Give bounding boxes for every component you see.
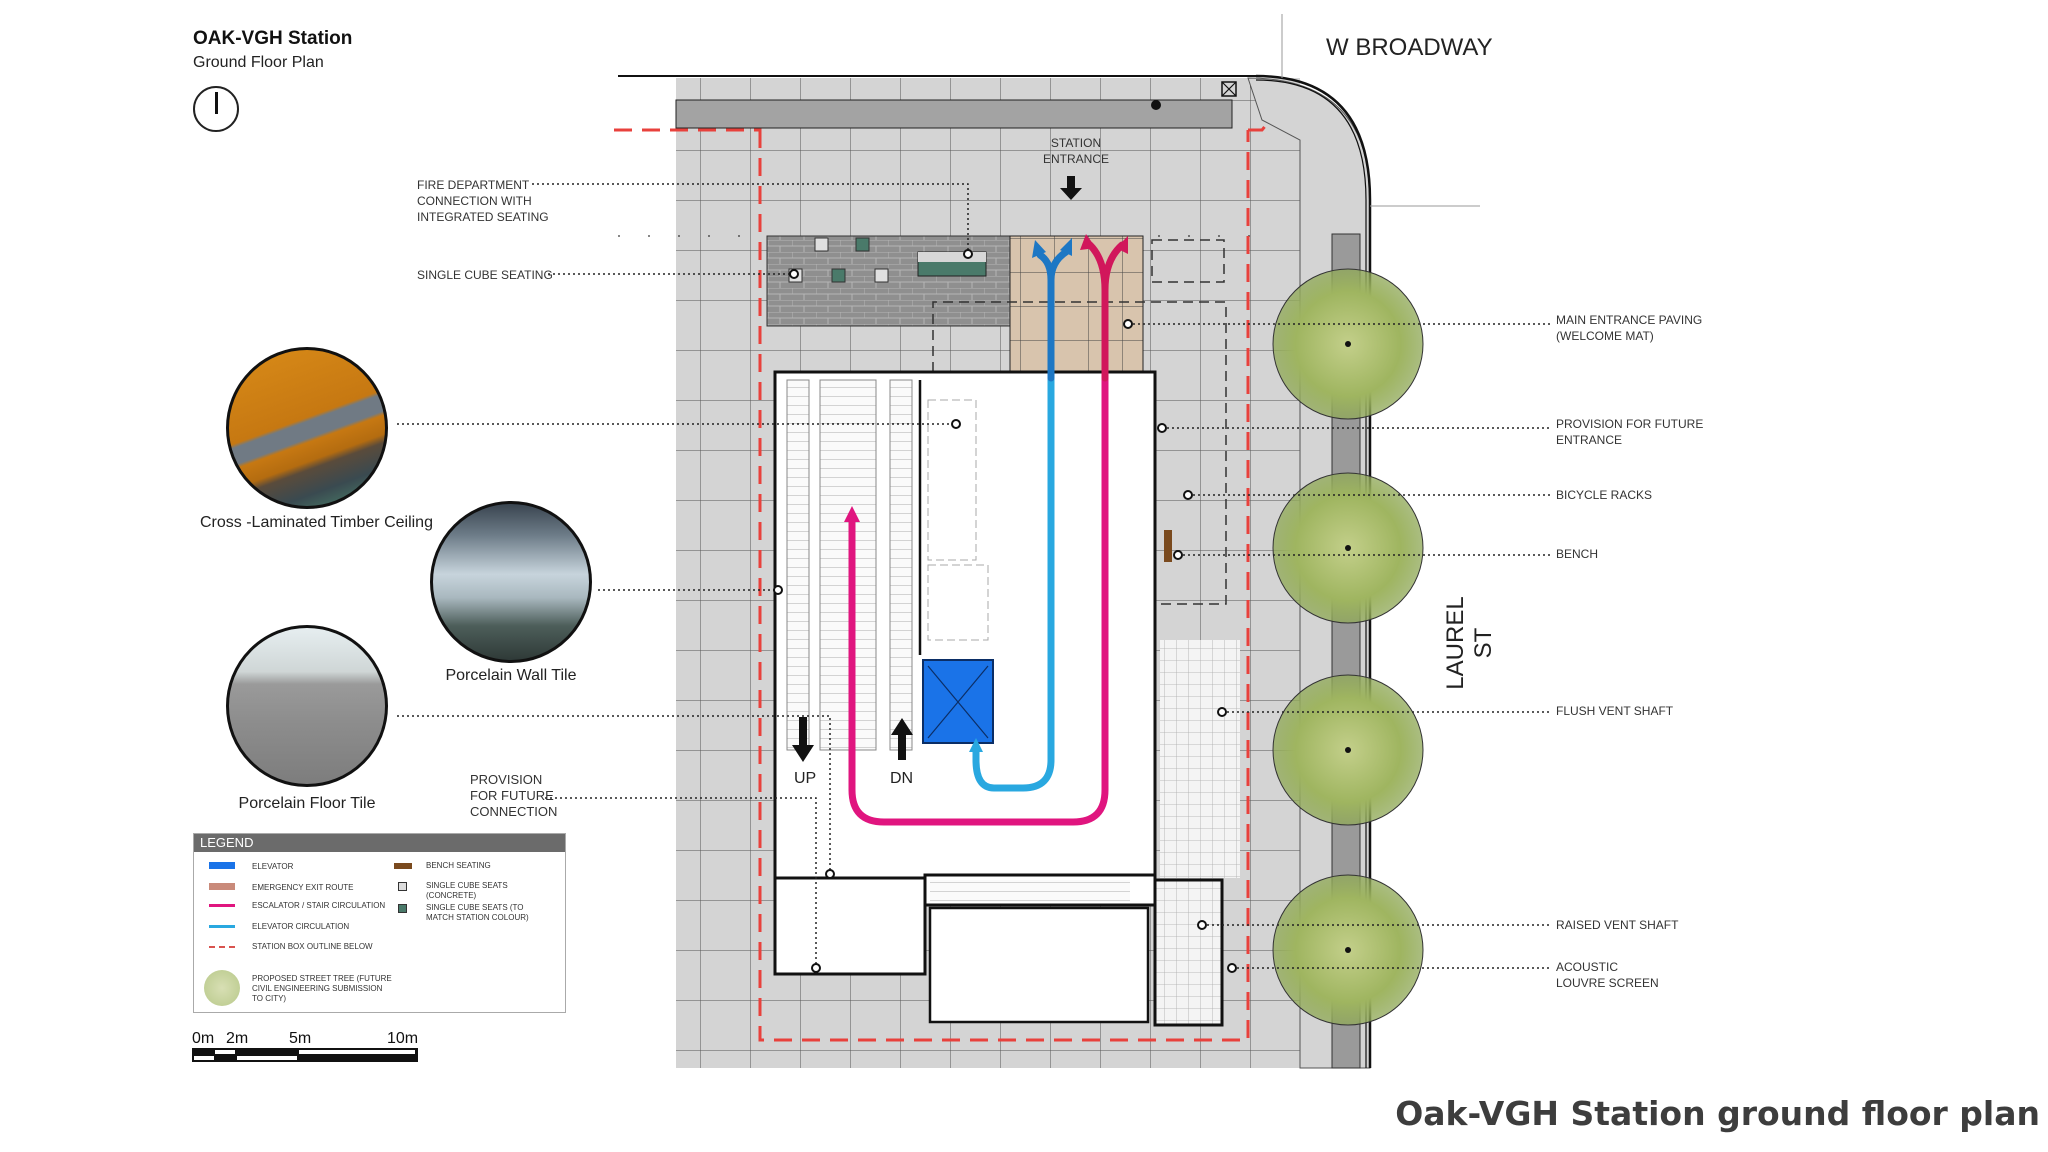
- legend-bench-swatch: [394, 863, 412, 869]
- legend-panel: LEGEND ELEVATOR EMERGENCY EXIT ROUTE ESC…: [193, 833, 566, 1013]
- callout-fire-dept-connection: FIRE DEPARTMENT CONNECTION WITH INTEGRAT…: [417, 178, 549, 224]
- legend-elevator-circulation-arrow-icon: [209, 925, 235, 928]
- legend-concrete-cube-label: SINGLE CUBE SEATS (CONCRETE): [426, 881, 508, 900]
- green-cube-seat: [831, 268, 846, 283]
- concrete-cube-seat: [814, 237, 829, 252]
- wall-tile-label: Porcelain Wall Tile: [445, 667, 577, 684]
- legend-elevator-circulation-label: ELEVATOR CIRCULATION: [252, 922, 350, 931]
- escalator-up: [819, 379, 877, 751]
- scale-tick-2: 2m: [226, 1030, 249, 1047]
- legend-station-box-swatch: [209, 946, 235, 948]
- legend-station-box-label: STATION BOX OUTLINE BELOW: [252, 942, 373, 951]
- station-building: [773, 370, 1240, 1027]
- callout-bicycle-racks: BICYCLE RACKS: [1556, 488, 1653, 502]
- legend-concrete-cube-icon: [398, 882, 407, 891]
- callout-acoustic-louvre-screen: ACOUSTIC LOUVRE SCREEN: [1556, 960, 1659, 990]
- callout-bench: BENCH: [1556, 547, 1599, 561]
- figure-caption: Oak-VGH Station ground floor plan: [1395, 1094, 2040, 1133]
- bench: [1164, 530, 1172, 562]
- callout-raised-vent-shaft: RAISED VENT SHAFT: [1556, 918, 1679, 932]
- raised-vent-shaft: [1153, 878, 1224, 1027]
- legend-escalator-arrow-icon: [209, 904, 235, 907]
- scale-tick-10: 10m: [387, 1030, 419, 1047]
- green-cube-seat: [855, 237, 870, 252]
- legend-bench-label: BENCH SEATING: [426, 861, 491, 870]
- escalator-up-label: UP: [794, 770, 817, 787]
- legend-green-cube-label: SINGLE CUBE SEATS (TO MATCH STATION COLO…: [426, 903, 529, 922]
- floor-tile-photo: [226, 625, 388, 787]
- up-arrow-icon: [792, 717, 814, 762]
- legend-street-tree-label: PROPOSED STREET TREE (FUTURE CIVIL ENGIN…: [252, 974, 392, 1003]
- legend-street-tree-icon: [204, 970, 240, 1006]
- north-arrow-icon: [193, 86, 239, 132]
- timber-ceiling-photo: [226, 347, 388, 509]
- escalator-down-label: DN: [890, 770, 914, 787]
- station-box-outline: [758, 130, 1250, 1042]
- integrated-seating-area: [766, 235, 1015, 327]
- legend-emergency-exit-swatch: [209, 883, 235, 890]
- plan-subtitle: Ground Floor Plan: [193, 54, 324, 71]
- street-trees: [1272, 268, 1424, 1026]
- plan-title: OAK-VGH Station: [193, 28, 353, 49]
- legend-escalator-label: ESCALATOR / STAIR CIRCULATION: [252, 901, 386, 910]
- callout-future-connection: PROVISION FOR FUTURE CONNECTION: [470, 772, 558, 819]
- concrete-cube-seat: [874, 268, 889, 283]
- down-arrow-icon: [891, 718, 913, 760]
- callout-flush-vent-shaft: FLUSH VENT SHAFT: [1556, 704, 1674, 718]
- welcome-mat-paving: [1009, 235, 1144, 373]
- callout-main-entrance-paving: MAIN ENTRANCE PAVING (WELCOME MAT): [1556, 313, 1703, 343]
- scale-tick-5: 5m: [289, 1030, 312, 1047]
- timber-ceiling-label: Cross -Laminated Timber Ceiling: [200, 514, 433, 531]
- legend-elevator-swatch: [209, 862, 235, 869]
- legend-title: LEGEND: [194, 834, 565, 852]
- station-entrance-label: STATION ENTRANCE: [1043, 136, 1110, 166]
- leader-endpoints: [773, 249, 1237, 973]
- scale-bar-graphic: [192, 1048, 418, 1062]
- scale-tick-0: 0m: [192, 1030, 215, 1047]
- street-label-w-broadway: W BROADWAY: [1326, 34, 1493, 61]
- legend-elevator-label: ELEVATOR: [252, 862, 294, 871]
- escalator-down: [889, 379, 913, 751]
- wall-tile-photo: [430, 501, 592, 663]
- callout-future-entrance: PROVISION FOR FUTURE ENTRANCE: [1556, 417, 1704, 447]
- callout-single-cube-seating: SINGLE CUBE SEATING: [417, 268, 553, 282]
- street-label-laurel-st: LAUREL ST: [1442, 596, 1497, 690]
- leader-lines: [397, 183, 1550, 969]
- legend-emergency-exit-label: EMERGENCY EXIT ROUTE: [252, 883, 354, 892]
- floor-tile-label: Porcelain Floor Tile: [238, 795, 376, 812]
- legend-green-cube-icon: [398, 904, 407, 913]
- flush-vent-shaft: [1160, 640, 1240, 878]
- entrance-arrow-icon: [1060, 176, 1082, 200]
